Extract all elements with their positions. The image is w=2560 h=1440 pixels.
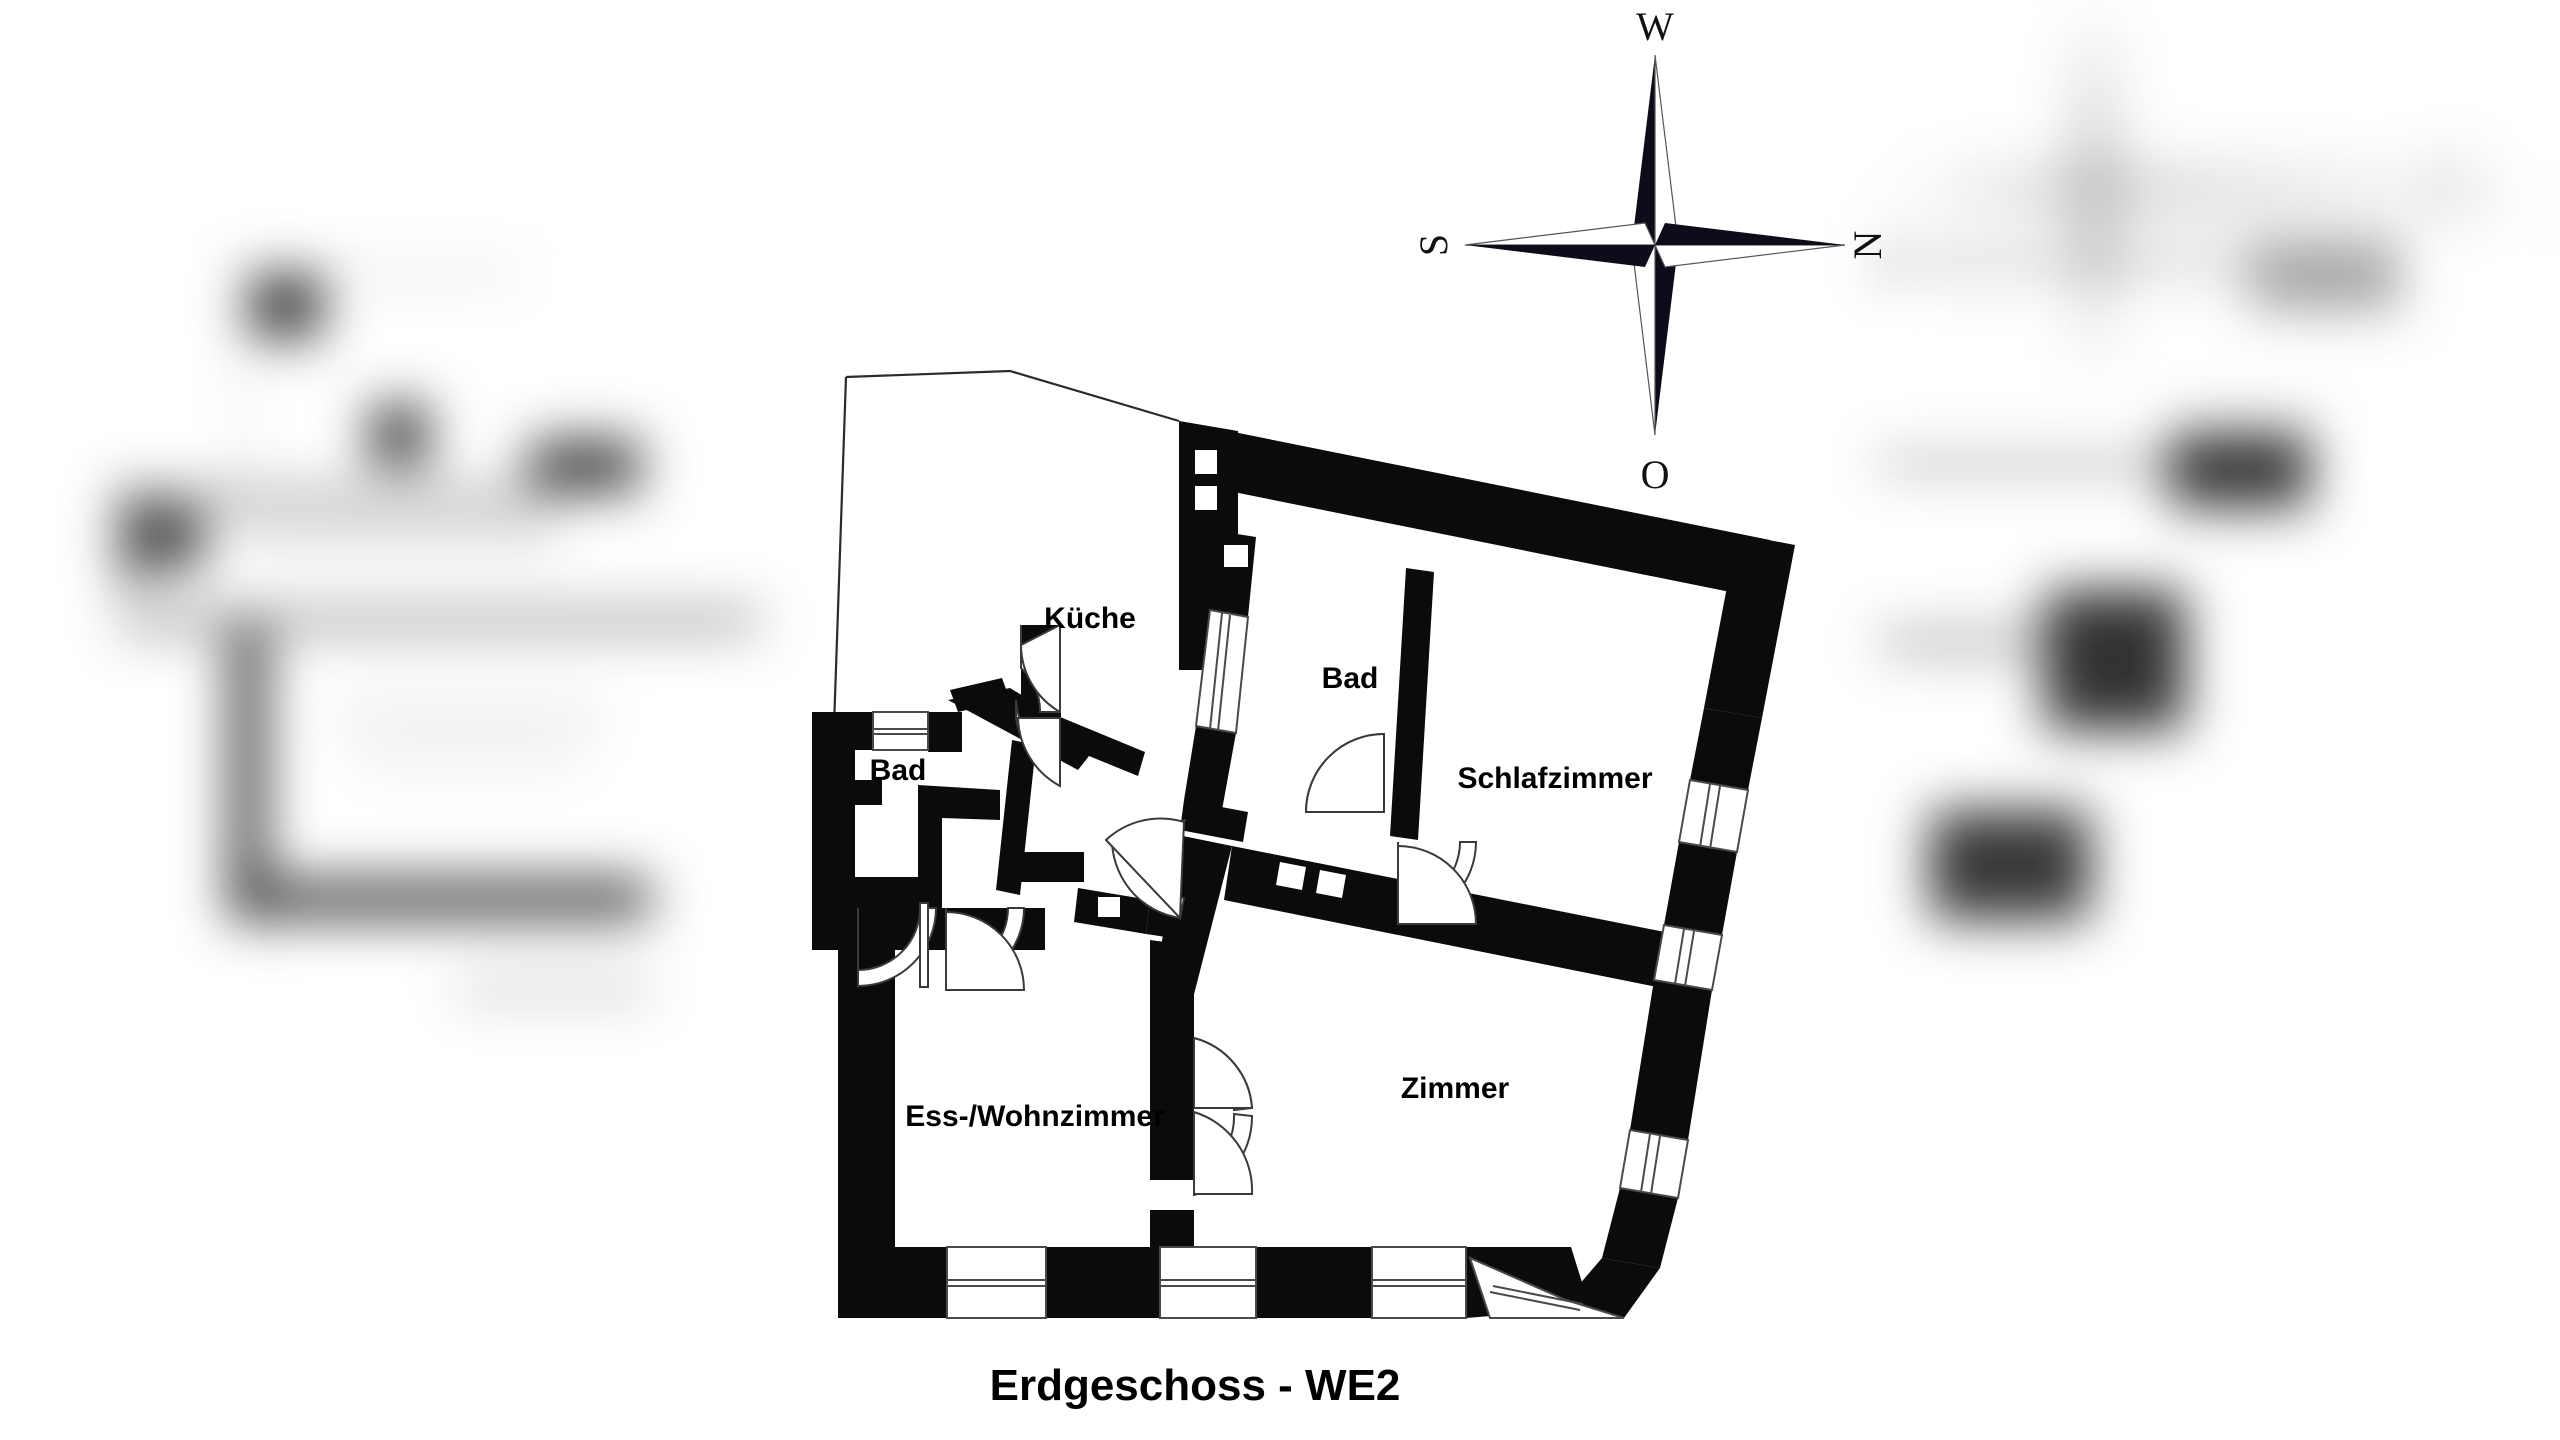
window-right-3 — [1618, 1128, 1690, 1200]
door-hall-west — [1104, 817, 1187, 921]
windows — [872, 608, 1750, 1319]
wall-notches — [1098, 450, 1346, 917]
door-bath-left-2 — [945, 907, 1026, 991]
window-right-1 — [1677, 778, 1750, 854]
compass-label-w: W — [1636, 4, 1674, 49]
door-entrance — [1015, 623, 1062, 788]
room-label-bad-right: Bad — [1322, 662, 1379, 695]
room-label-kueche: Küche — [1044, 602, 1136, 635]
compass-label-o: O — [1641, 452, 1670, 497]
room-label-zimmer: Zimmer — [1401, 1072, 1510, 1105]
background-thumbnail-compass — [1880, 0, 2560, 430]
compass-rose: W O S N — [1411, 4, 1890, 497]
window-corner-bevel — [1468, 1256, 1625, 1319]
window-bath-left — [872, 711, 929, 751]
door-bath-right — [1304, 732, 1385, 813]
window-bottom-3 — [1371, 1246, 1467, 1319]
door-wohnzimmer — [1193, 1036, 1254, 1197]
room-label-ess-wohnzimmer: Ess-/Wohnzimmer — [905, 1100, 1165, 1133]
door-schlafzimmer — [1397, 841, 1478, 925]
window-bath-right — [1194, 608, 1250, 735]
background-thumbnail-left — [0, 190, 760, 1310]
compass-label-s: S — [1411, 234, 1456, 256]
page-title: Erdgeschoss - WE2 — [990, 1361, 1401, 1410]
room-label-bad-left: Bad — [870, 754, 927, 787]
door-bath-left-1 — [857, 902, 938, 988]
doors — [857, 623, 1478, 1197]
window-right-2 — [1652, 923, 1724, 992]
window-bottom-1 — [946, 1246, 1047, 1319]
window-bottom-2 — [1159, 1246, 1257, 1319]
compass-label-n: N — [1845, 231, 1890, 260]
room-label-schlafzimmer: Schlafzimmer — [1457, 762, 1652, 795]
